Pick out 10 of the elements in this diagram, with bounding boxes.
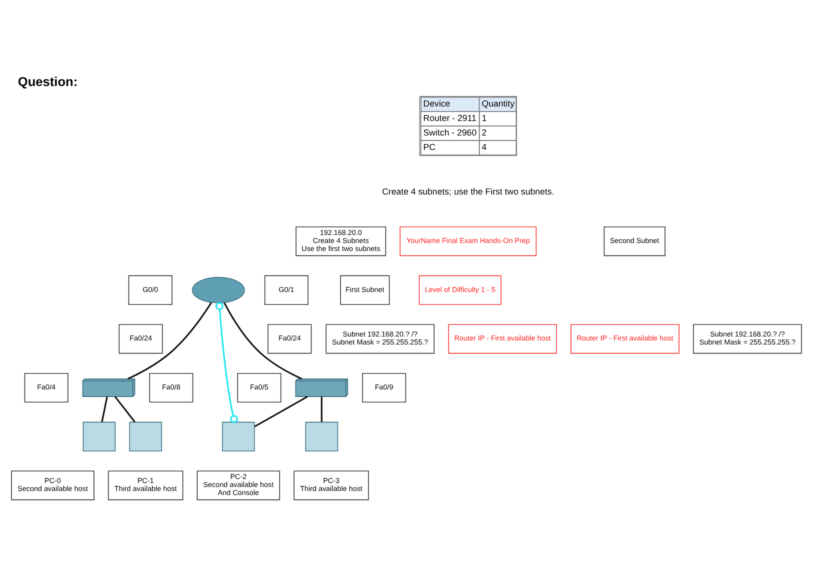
label: Create 4 subnets; use the First two subnets. (382, 186, 554, 197)
label: Router - 2911 (423, 113, 476, 124)
label: 1 (482, 113, 487, 124)
label: Device (423, 98, 450, 109)
diagram-title: Question: (18, 74, 78, 89)
label: Switch - 2960 (423, 127, 477, 138)
label: Quantity (482, 98, 514, 109)
label: 4 (482, 142, 487, 152)
label: PC (423, 142, 436, 152)
label: 2 (482, 127, 487, 138)
